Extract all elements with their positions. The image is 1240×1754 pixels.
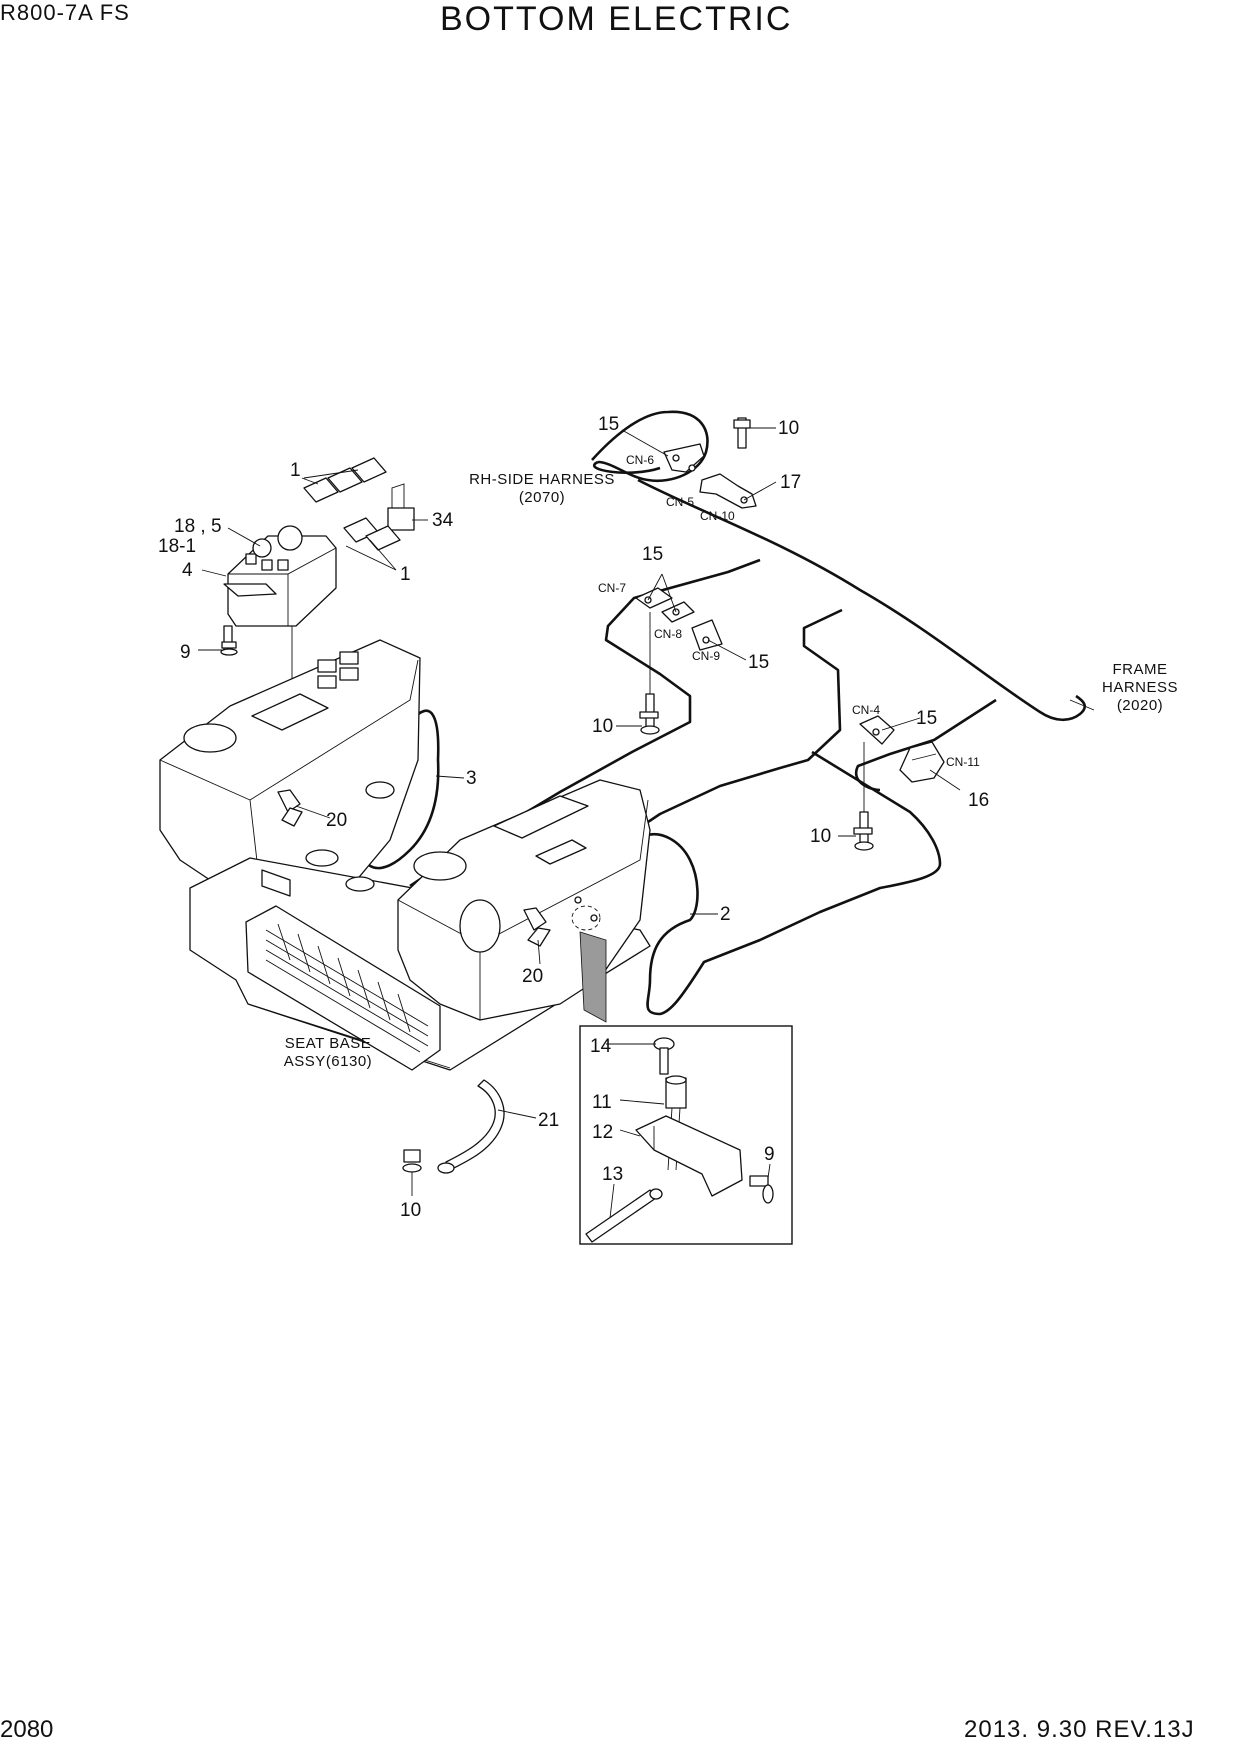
bolt-10-icon xyxy=(853,811,874,851)
callout-12: 12 xyxy=(592,1122,613,1143)
callout-4: 4 xyxy=(182,560,193,581)
harness-notes: RH-SIDE HARNESS (2070) FRAME HARNESS (20… xyxy=(284,471,1178,1070)
bracket-12 xyxy=(635,1115,743,1197)
revision-date: 2013. 9.30 REV.13J xyxy=(964,1716,1195,1743)
callout-15-cn9: 15 xyxy=(748,652,769,673)
callout-34: 34 xyxy=(432,510,454,531)
detail-pointer xyxy=(579,931,607,1023)
clip-20-icon xyxy=(277,789,303,827)
callout-1-top: 1 xyxy=(290,460,301,481)
connector-label-cn5: CN-5 xyxy=(666,495,694,509)
page-number: 2080 xyxy=(0,1716,54,1743)
model-code: R800-7A FS xyxy=(0,0,130,25)
callout-17: 17 xyxy=(780,472,801,493)
bolt-9-icon xyxy=(220,625,238,656)
callout-15-right: 15 xyxy=(916,708,937,729)
callout-10-bottom: 10 xyxy=(400,1200,421,1221)
connector-label-cn7: CN-7 xyxy=(598,581,626,595)
callout-18-5: 18 , 5 xyxy=(174,516,222,537)
note-frame-harness-ref: (2020) xyxy=(1117,697,1163,714)
switch-panel-assembly xyxy=(220,457,415,700)
connector-label-cn4: CN-4 xyxy=(852,703,880,717)
note-rh-side-harness: RH-SIDE HARNESS xyxy=(469,471,615,488)
seat-base-grille xyxy=(265,923,429,1053)
callout-2: 2 xyxy=(720,904,731,925)
note-seat-base: SEAT BASE xyxy=(285,1035,371,1052)
note-rh-side-harness-ref: (2070) xyxy=(519,489,565,506)
callout-15-mid: 15 xyxy=(642,544,663,565)
page-title: BOTTOM ELECTRIC xyxy=(440,0,793,38)
connector-label-cn10: CN-10 xyxy=(700,509,735,523)
note-frame-harness-2: HARNESS xyxy=(1102,679,1178,696)
bracket-15-top xyxy=(663,443,705,473)
bolt-10-icon xyxy=(639,693,660,735)
ground-strap-21 xyxy=(402,1079,505,1174)
connector-label-cn8: CN-8 xyxy=(654,627,682,641)
detail-box xyxy=(579,1025,793,1245)
connector-label-cn11: CN-11 xyxy=(946,755,980,769)
connector-label-cn6: CN-6 xyxy=(626,453,654,467)
callout-13: 13 xyxy=(602,1164,623,1185)
callout-14: 14 xyxy=(590,1036,612,1057)
bolt-9-icon xyxy=(749,1175,774,1204)
callout-9-detail: 9 xyxy=(764,1144,775,1165)
callout-10-top: 10 xyxy=(778,418,799,439)
callout-18-1: 18-1 xyxy=(158,536,196,557)
bolt-10-icon xyxy=(733,417,751,449)
callout-10-mid: 10 xyxy=(592,716,613,737)
callout-20-right: 20 xyxy=(522,966,543,987)
callout-15-top: 15 xyxy=(598,414,619,435)
left-console xyxy=(159,639,421,901)
callout-3: 3 xyxy=(466,768,477,789)
rod-13 xyxy=(585,1188,663,1243)
bracket-15-right xyxy=(859,715,895,745)
callout-11: 11 xyxy=(592,1092,612,1113)
callout-1-right: 1 xyxy=(400,564,411,585)
callout-10-right: 10 xyxy=(810,826,831,847)
callout-21: 21 xyxy=(538,1110,559,1131)
callout-20-left: 20 xyxy=(326,810,347,831)
connector-label-cn9: CN-9 xyxy=(692,649,720,663)
switch-frame-group xyxy=(303,457,401,551)
callout-numbers: 1 1 18 , 5 18-1 4 9 34 15 10 17 15 15 10… xyxy=(158,414,989,1221)
bracket-17 xyxy=(699,473,757,509)
connector-labels: CN-4 CN-5 CN-6 CN-7 CN-8 CN-9 CN-10 CN-1… xyxy=(598,453,980,769)
leader-lines xyxy=(198,427,1095,1196)
clip-20-icon xyxy=(523,907,551,947)
wire-harness xyxy=(279,410,1087,1016)
bracket-15-mid xyxy=(635,587,723,651)
note-seat-base-ref: ASSY(6130) xyxy=(284,1053,372,1070)
callout-16: 16 xyxy=(968,790,989,811)
callout-9-left: 9 xyxy=(180,642,191,663)
note-frame-harness: FRAME xyxy=(1113,661,1168,678)
